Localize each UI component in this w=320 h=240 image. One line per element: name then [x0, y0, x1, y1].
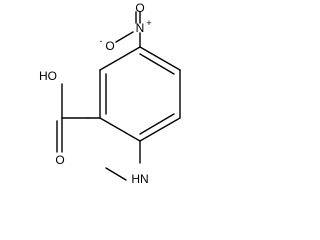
nitro-group: O N + O - [100, 1, 152, 53]
ring-double-bond-inner-3 [139, 53, 175, 75]
bond-amine-to-methyl [105, 167, 127, 181]
ring-bond-c2-c3 [99, 117, 141, 142]
nitro-nitrogen-label: N [136, 21, 145, 35]
amine-label: HN [131, 172, 148, 186]
ring-bond-c3-c4 [139, 117, 181, 142]
nitro-oxygen-left-charge: - [100, 36, 103, 46]
nitro-nitrogen-charge: + [146, 18, 151, 28]
nitro-oxygen-top-label: O [135, 1, 144, 15]
nitro-oxygen-left-label: O [105, 39, 114, 53]
ring-bond-c5-c6 [139, 46, 181, 71]
bond-n-to-o-left [115, 31, 134, 43]
benzene-ring [99, 46, 181, 142]
methylamino-group: HN [105, 140, 149, 186]
carboxyl-oxygen-label: O [55, 153, 64, 167]
carboxyl-hydroxyl-label: HO [39, 69, 57, 83]
molecule-structure-diagram: O N + O - HO O HN [0, 0, 200, 190]
carboxyl-group: HO O [39, 69, 101, 167]
ring-bond-c6-c1 [99, 46, 141, 71]
molecule-svg: O N + O - HO O HN [39, 1, 181, 186]
ring-double-bond-inner-2 [139, 113, 175, 135]
